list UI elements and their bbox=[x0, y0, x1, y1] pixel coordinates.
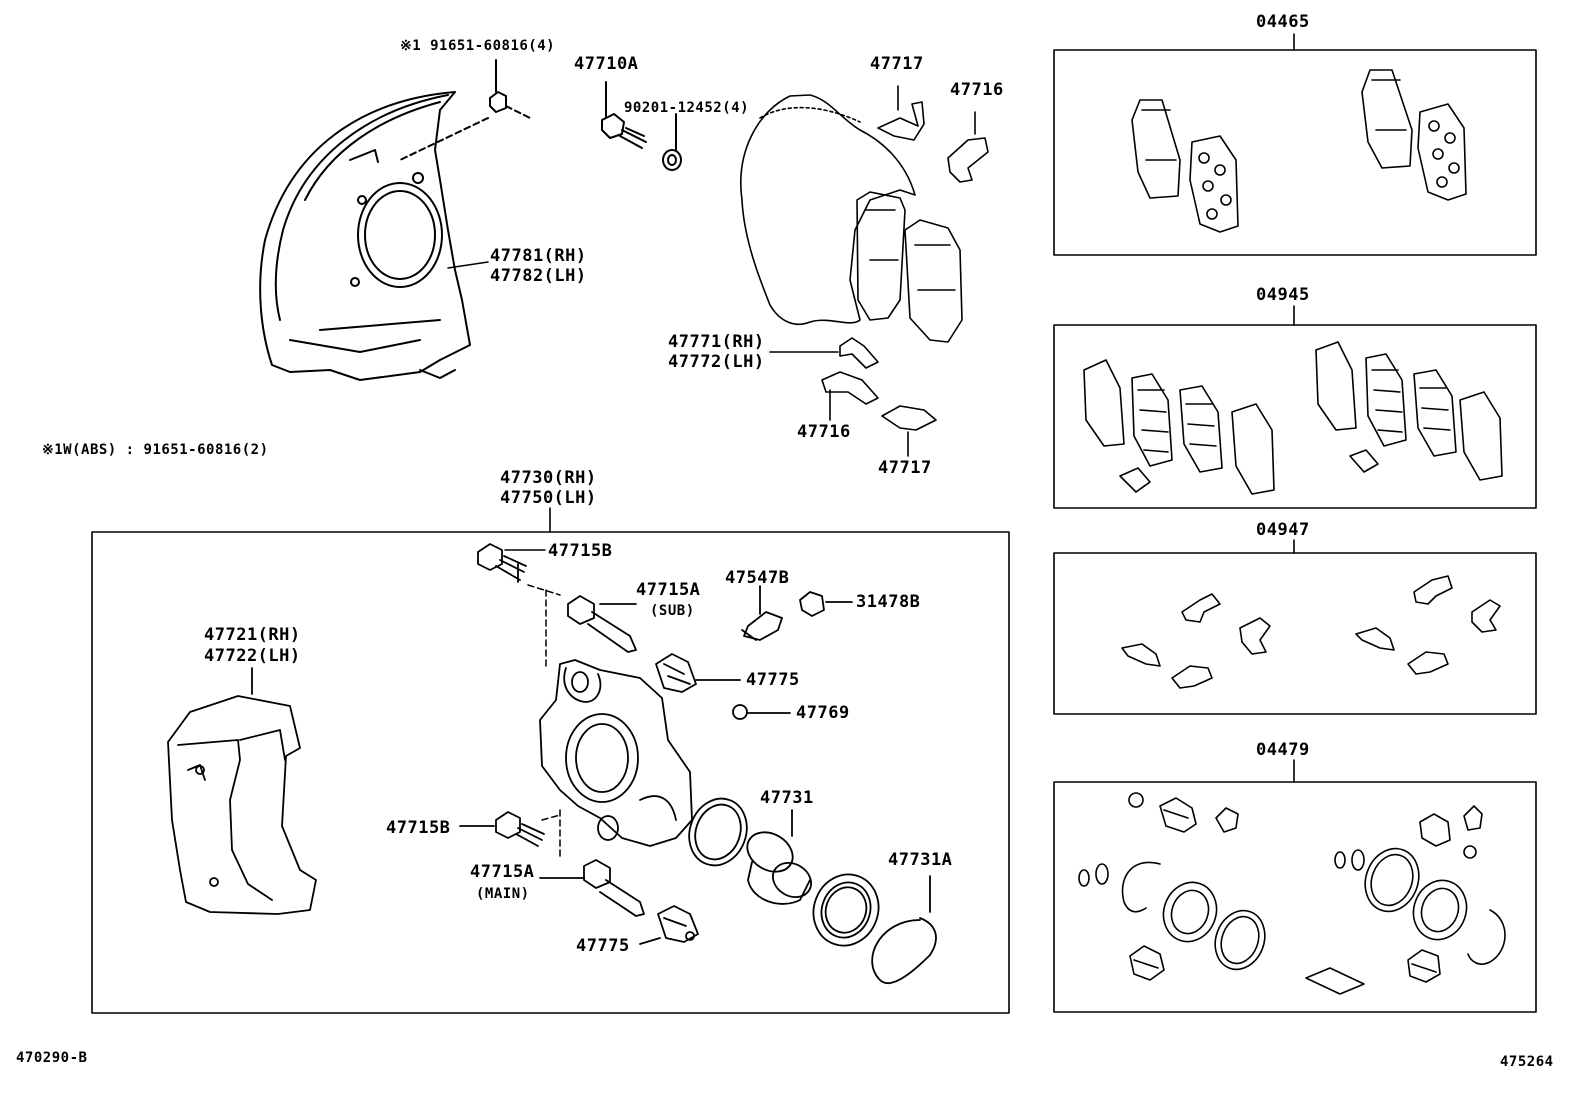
label-main: (MAIN) bbox=[476, 886, 530, 902]
label-47715A-main: 47715A bbox=[470, 862, 535, 882]
nut-47769-illustration bbox=[732, 704, 791, 720]
kit-label-04947: 04947 bbox=[1256, 520, 1310, 540]
bolt-47710A-illustration bbox=[601, 81, 682, 171]
label-47716-bottom: 47716 bbox=[797, 422, 851, 442]
label-sub: (SUB) bbox=[650, 603, 695, 619]
label-47715A-sub: 47715A bbox=[636, 580, 701, 600]
label-47781: 47781(RH) bbox=[490, 246, 587, 266]
caliper-outline-illustration bbox=[740, 94, 963, 343]
piston-47731-illustration bbox=[746, 809, 812, 905]
kit-label-04945: 04945 bbox=[1256, 285, 1310, 305]
footer-left-code: 470290-B bbox=[16, 1050, 88, 1066]
bolt-47715B-top-illustration bbox=[477, 543, 527, 583]
label-47547B: 47547B bbox=[725, 568, 790, 588]
kit-label-04465: 04465 bbox=[1256, 12, 1310, 32]
cap-31478B-illustration bbox=[799, 591, 853, 617]
kit-04947-box bbox=[1053, 539, 1537, 715]
label-47722: 47722(LH) bbox=[204, 646, 301, 666]
kit-04945-box bbox=[1053, 305, 1537, 509]
label-47731: 47731 bbox=[760, 788, 814, 808]
label-47775-bottom: 47775 bbox=[576, 936, 630, 956]
label-90201: 90201-12452(4) bbox=[624, 100, 750, 116]
bolt-91651-illustration bbox=[399, 59, 531, 161]
label-47716-top: 47716 bbox=[950, 80, 1004, 100]
note-top-bolt: ※1 91651-60816(4) bbox=[400, 38, 556, 54]
label-47750: 47750(LH) bbox=[500, 488, 597, 508]
clip-47717-bottom-illustration bbox=[881, 405, 937, 457]
shim-47771-illustration bbox=[769, 337, 879, 421]
bushing-47775-top-illustration bbox=[655, 653, 741, 693]
label-47769: 47769 bbox=[796, 703, 850, 723]
label-47771: 47771(RH) bbox=[668, 332, 765, 352]
footer-right-code: 475264 bbox=[1500, 1054, 1554, 1070]
label-47721: 47721(RH) bbox=[204, 625, 301, 645]
kit-label-04479: 04479 bbox=[1256, 740, 1310, 760]
pin-47715A-main-illustration bbox=[539, 859, 645, 917]
caliper-body-illustration bbox=[539, 659, 693, 847]
piston-seal-illustration bbox=[688, 797, 748, 867]
label-47715B-top: 47715B bbox=[548, 541, 613, 561]
torque-plate-illustration bbox=[167, 667, 317, 915]
dust-cover-illustration bbox=[259, 91, 471, 381]
clip-47716-top-illustration bbox=[947, 111, 989, 183]
label-47717-top: 47717 bbox=[870, 54, 924, 74]
label-47775-top: 47775 bbox=[746, 670, 800, 690]
set-ring-47731A-illustration bbox=[871, 875, 937, 985]
bolt-47715B-bottom-illustration bbox=[459, 811, 545, 847]
label-47730: 47730(RH) bbox=[500, 468, 597, 488]
bleeder-47547B-illustration bbox=[741, 585, 783, 641]
bushing-47775-bottom-illustration bbox=[639, 905, 699, 945]
label-47717-bottom: 47717 bbox=[878, 458, 932, 478]
label-47710A: 47710A bbox=[574, 54, 639, 74]
label-47731A: 47731A bbox=[888, 850, 953, 870]
kit-04479-box bbox=[1053, 759, 1537, 1013]
label-47772: 47772(LH) bbox=[668, 352, 765, 372]
kit-04465-box bbox=[1053, 33, 1537, 256]
label-47782: 47782(LH) bbox=[490, 266, 587, 286]
label-31478B: 31478B bbox=[856, 592, 921, 612]
label-47715B-bottom: 47715B bbox=[386, 818, 451, 838]
note-abs-bolt: ※1W(ABS) : 91651-60816(2) bbox=[42, 442, 269, 458]
clip-47717-top-illustration bbox=[877, 85, 925, 141]
piston-boot-illustration bbox=[812, 873, 880, 947]
pin-47715A-sub-illustration bbox=[567, 595, 637, 653]
